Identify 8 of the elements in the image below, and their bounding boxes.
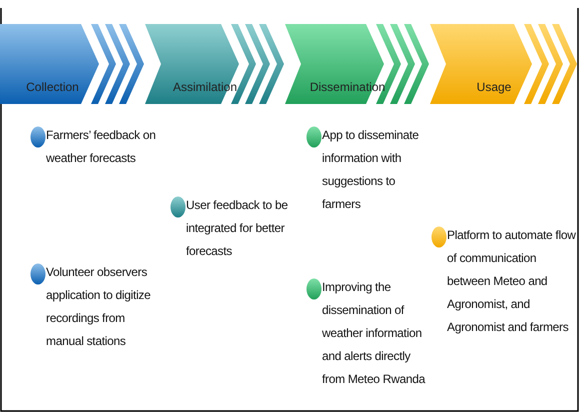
stage-label: Usage bbox=[476, 80, 512, 94]
bullet-text: Platform to automate flow of communication between Meteo and Agronomist, and Agronomist and farmers bbox=[447, 227, 577, 336]
bullet-text: Volunteer observers application to digitize recordings from manual stations bbox=[46, 264, 152, 350]
bullet-text: App to disseminate information with suggestions to farmers bbox=[322, 127, 420, 213]
stage-label: Collection bbox=[25, 80, 80, 94]
bullet-text: User feedback to be integrated for better forecasts bbox=[186, 197, 289, 260]
bullet-text: Improving the dissemination of weather information and alerts directly from Meteo Rwanda bbox=[322, 279, 426, 388]
bullet-text: Farmers’ feedback on weather forecasts bbox=[46, 127, 157, 167]
